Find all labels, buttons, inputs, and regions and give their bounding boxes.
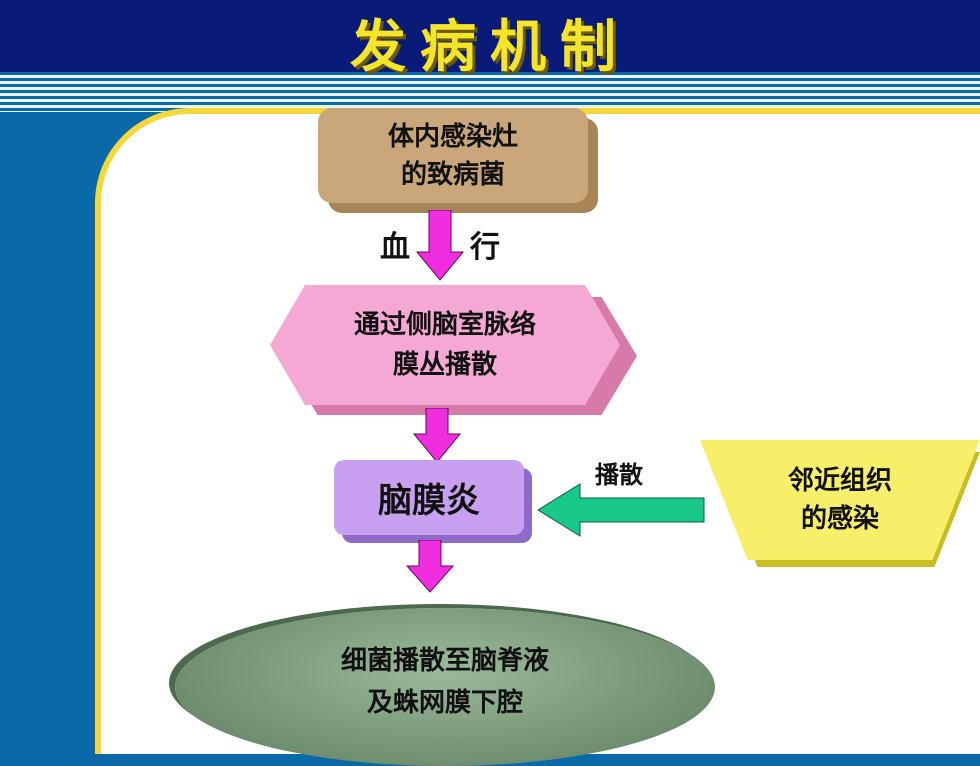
down-arrow-3	[405, 540, 455, 593]
node-adjacent-line1: 邻近组织	[787, 466, 892, 496]
down-arrow-2	[412, 408, 462, 463]
edge-label-blood-left: 血	[380, 230, 410, 265]
edge-label-blood-right: 行	[470, 230, 500, 265]
edge-label-spread: 播散	[595, 461, 643, 489]
left-band	[0, 112, 100, 735]
page-title: 发病机制	[350, 15, 630, 80]
node-infection-source-line2: 的致病菌	[400, 159, 505, 190]
down-arrow-1	[415, 210, 465, 281]
node-choroid-line2: 膜丛播散	[392, 350, 497, 380]
node-choroid-spread: 通过侧脑室脉络 膜丛播散	[270, 285, 620, 405]
node-result: 细菌播散至脑脊液 及蛛网膜下腔	[175, 640, 715, 724]
node-choroid-line1: 通过侧脑室脉络	[353, 310, 536, 340]
node-result-line2: 及蛛网膜下腔	[366, 688, 523, 718]
node-infection-source: 体内感染灶 的致病菌	[318, 108, 588, 203]
header-band	[0, 0, 980, 72]
header-stripes	[0, 72, 980, 112]
node-infection-source-line1: 体内感染灶	[387, 121, 518, 152]
node-meningitis: 脑膜炎	[334, 460, 524, 535]
left-arrow	[538, 483, 705, 537]
node-adjacent-infection: 邻近组织 的感染	[700, 440, 980, 560]
node-result-line1: 细菌播散至脑脊液	[340, 646, 549, 676]
node-adjacent-line2: 的感染	[800, 504, 879, 534]
